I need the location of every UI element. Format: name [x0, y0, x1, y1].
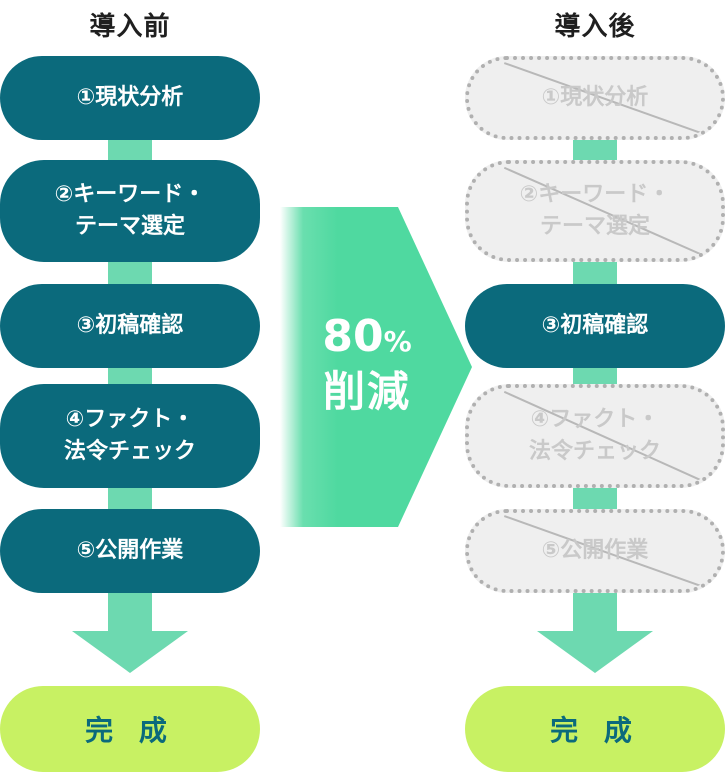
after-step-5-label: ⑤公開作業 [541, 538, 649, 563]
after-step-3-label: ③初稿確認 [541, 313, 649, 338]
before-title: 導入前 [89, 12, 171, 42]
reduction-arrow-icon [280, 207, 472, 527]
after-connector-3 [573, 366, 617, 386]
after-step-1: ①現状分析 [465, 56, 725, 140]
after-connector-1 [573, 140, 617, 162]
before-step-4: ④ファクト・ 法令チェック [0, 384, 260, 488]
reduction-value: 80 [322, 311, 384, 362]
after-step-4: ④ファクト・ 法令チェック [465, 384, 725, 488]
reduction-percent: 80% [292, 312, 442, 367]
after-step-5: ⑤公開作業 [465, 509, 725, 593]
after-connector-2 [573, 262, 617, 286]
before-step-5-label: ⑤公開作業 [76, 538, 184, 563]
after-step-2-label: ②キーワード・ テーマ選定 [519, 182, 671, 239]
before-step-2-label: ②キーワード・ テーマ選定 [54, 182, 206, 239]
before-step-2: ②キーワード・ テーマ選定 [0, 160, 260, 262]
before-step-1: ①現状分析 [0, 56, 260, 140]
before-connector-2 [108, 262, 152, 286]
before-connector-4 [108, 487, 152, 511]
before-step-4-label: ④ファクト・ 法令チェック [63, 407, 196, 464]
before-step-5: ⑤公開作業 [0, 509, 260, 593]
after-title: 導入後 [554, 12, 636, 42]
before-step-3-label: ③初稿確認 [76, 313, 184, 338]
before-done-badge: 完 成 [0, 686, 260, 772]
reduction-unit: % [383, 325, 412, 358]
after-connector-4 [573, 487, 617, 511]
after-done-badge: 完 成 [465, 686, 725, 772]
after-down-arrow-icon [537, 593, 653, 673]
before-step-1-label: ①現状分析 [76, 85, 184, 110]
reduction-badge: 80% 削減 [292, 312, 442, 417]
after-step-2: ②キーワード・ テーマ選定 [465, 160, 725, 262]
before-connector-3 [108, 366, 152, 386]
after-step-3: ③初稿確認 [465, 284, 725, 368]
before-connector-1 [108, 140, 152, 162]
reduction-label: 削減 [322, 367, 411, 416]
before-down-arrow-icon [72, 593, 188, 673]
before-step-3: ③初稿確認 [0, 284, 260, 368]
after-step-4-label: ④ファクト・ 法令チェック [528, 407, 661, 464]
after-step-1-label: ①現状分析 [541, 85, 649, 110]
